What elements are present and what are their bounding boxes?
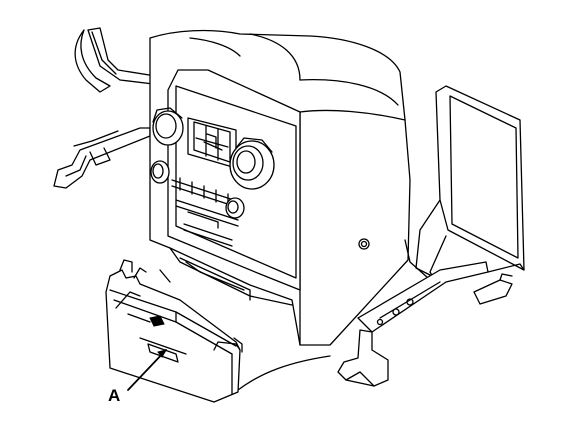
callout-label-a: A: [108, 386, 121, 405]
right-seat-frame: [337, 85, 525, 387]
callout-leader-a: [127, 349, 168, 391]
knob-large-right: [229, 137, 275, 190]
floor-outline: [159, 269, 331, 391]
tray-part-a: [105, 259, 243, 403]
knob-upper-left: [152, 107, 184, 146]
knob-small-left: [150, 160, 170, 184]
knob-small-right: [225, 197, 245, 219]
